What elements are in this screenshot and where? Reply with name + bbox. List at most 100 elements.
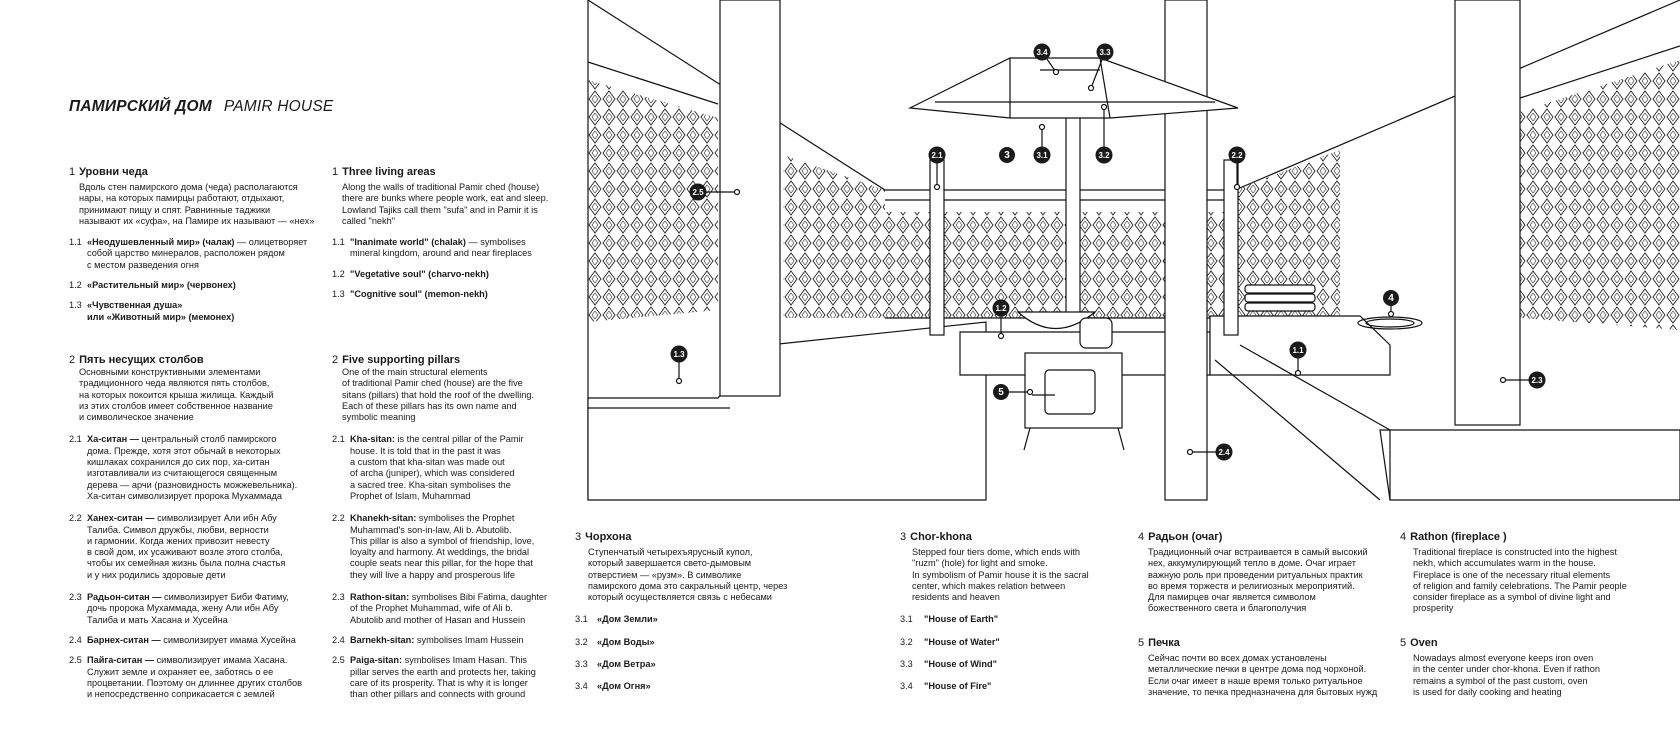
item-number: 1.3 [69,300,82,311]
item-number: 2.4 [332,634,345,645]
item-number: 3.2 [900,636,913,647]
callout-marker-2-5: 2.5 [689,183,707,201]
svg-text:4: 4 [1388,293,1394,304]
callout-marker-2-4: 2.4 [1215,443,1233,461]
svg-text:2.5: 2.5 [692,188,704,197]
section-number: 5 [1138,637,1145,649]
section-text: Вдоль стен памирского дома (чеда) распол… [79,182,315,226]
leader-dot [1052,68,1060,76]
leader-dot [1087,84,1095,92]
section-text: Традиционный очаг встраивается в самый в… [1148,547,1368,614]
section-text: Along the walls of traditional Pamir che… [342,182,549,226]
svg-text:3.3: 3.3 [1099,48,1111,57]
right-back-ornament [1235,150,1340,318]
callout-marker-2-1: 2.1 [928,146,946,164]
svg-text:3.2: 3.2 [1098,151,1110,160]
callout-marker-4: 4 [1383,290,1399,306]
item-desc: символизирует имама Хасана. Служит земле… [87,655,302,700]
item-number: 2.3 [332,592,345,603]
section-title: Oven [1410,637,1438,649]
section-number: 1 [332,166,339,178]
section-title: Уровни чеда [79,166,148,178]
section-text: Stepped four tiers dome, which ends with… [912,547,1089,603]
leader-dot [1186,448,1194,456]
section-number: 5 [1400,637,1407,649]
section-number: 3 [900,531,907,543]
svg-text:2.1: 2.1 [931,151,943,160]
leader-dot [1100,103,1108,111]
item-desc: — олицетворяет собой царство минералов, … [87,237,308,270]
item-term: "Inanimate world" (chalak) [350,237,466,248]
svg-text:3.4: 3.4 [1036,48,1048,57]
callout-marker-3-3: 3.3 [1096,43,1114,61]
oven [1024,352,1123,429]
callout-marker-3-1: 3.1 [1033,146,1051,164]
list-item: 3.4"House of Fire" [900,681,1120,692]
item-term: "Cognitive soul" (memon-nekh) [350,289,488,300]
item-list: 3.1"House of Earth" 3.2"House of Water" … [900,614,1120,692]
svg-text:3.1: 3.1 [1036,151,1048,160]
list-item: 1.2"Vegetative soul" (charvo-nekh) [332,269,592,280]
leader-dot [1038,123,1046,131]
list-item: 1.1«Неодушевленный мир» (чалак) — олицет… [69,237,329,271]
item-number: 2.2 [69,513,82,524]
item-term: Kha-sitan: [350,434,395,445]
item-number: 3.1 [900,614,913,625]
pillar-left-front [719,0,781,397]
list-item: 3.1«Дом Земли» [575,614,835,625]
item-desc: symbolises Imam Hasan. This pillar serve… [350,655,536,700]
svg-text:2.4: 2.4 [1218,448,1230,457]
section-text: Основными конструктивными элементами тра… [79,367,274,423]
list-item: 3.3"House of Wind" [900,659,1120,670]
svg-text:1.3: 1.3 [673,350,685,359]
item-number: 3.3 [575,659,588,670]
item-term: Радьон-ситан — [87,592,162,603]
item-term: "House of Earth" [924,614,999,625]
item-term: Ханех-ситан — [87,513,155,524]
callout-marker-1-3: 1.3 [670,345,688,363]
title-en: PAMIR HOUSE [223,98,334,115]
leader-dot [997,332,1005,340]
right-wall-ornament [1520,60,1680,330]
item-number: 1.1 [69,237,82,248]
item-desc: символизирует имама Хусейна [160,634,296,645]
callout-marker-1-1: 1.1 [1289,341,1307,359]
item-desc: символизирует Али ибн Абу Талиба. Символ… [87,513,286,580]
item-term: Ха-ситан — [87,434,139,445]
list-item: 3.4«Дом Огня» [575,681,835,692]
section-title: Three living areas [342,166,436,178]
item-term: «Дом Воды» [597,636,655,647]
item-number: 2.5 [332,655,345,666]
item-term: "Vegetative soul" (charvo-nekh) [350,268,489,279]
section-title: Радьон (очаг) [1148,531,1223,543]
item-number: 3.1 [575,614,588,625]
svg-text:3: 3 [1004,150,1010,161]
item-number: 3.4 [575,681,588,692]
section-number: 2 [69,354,76,366]
section-number: 4 [1138,531,1145,543]
callout-marker-3-4: 3.4 [1033,43,1051,61]
list-item: 1.1"Inanimate world" (chalak) — symbolis… [332,237,592,260]
list-item: 1.3«Чувственная душа» или «Животный мир»… [69,300,329,323]
item-list: 1.1«Неодушевленный мир» (чалак) — олицет… [69,237,329,323]
section-title: Печка [1148,637,1180,649]
item-desc: symbolises Imam Hussein [414,634,524,645]
callout-marker-2-3: 2.3 [1528,371,1546,389]
item-term: Khanekh-sitan: [350,513,417,524]
list-item: 3.1 "House of Earth" [900,614,1120,625]
callout-marker-1-2: 1.2 [992,299,1010,317]
pillar-barnekh [1164,0,1208,501]
